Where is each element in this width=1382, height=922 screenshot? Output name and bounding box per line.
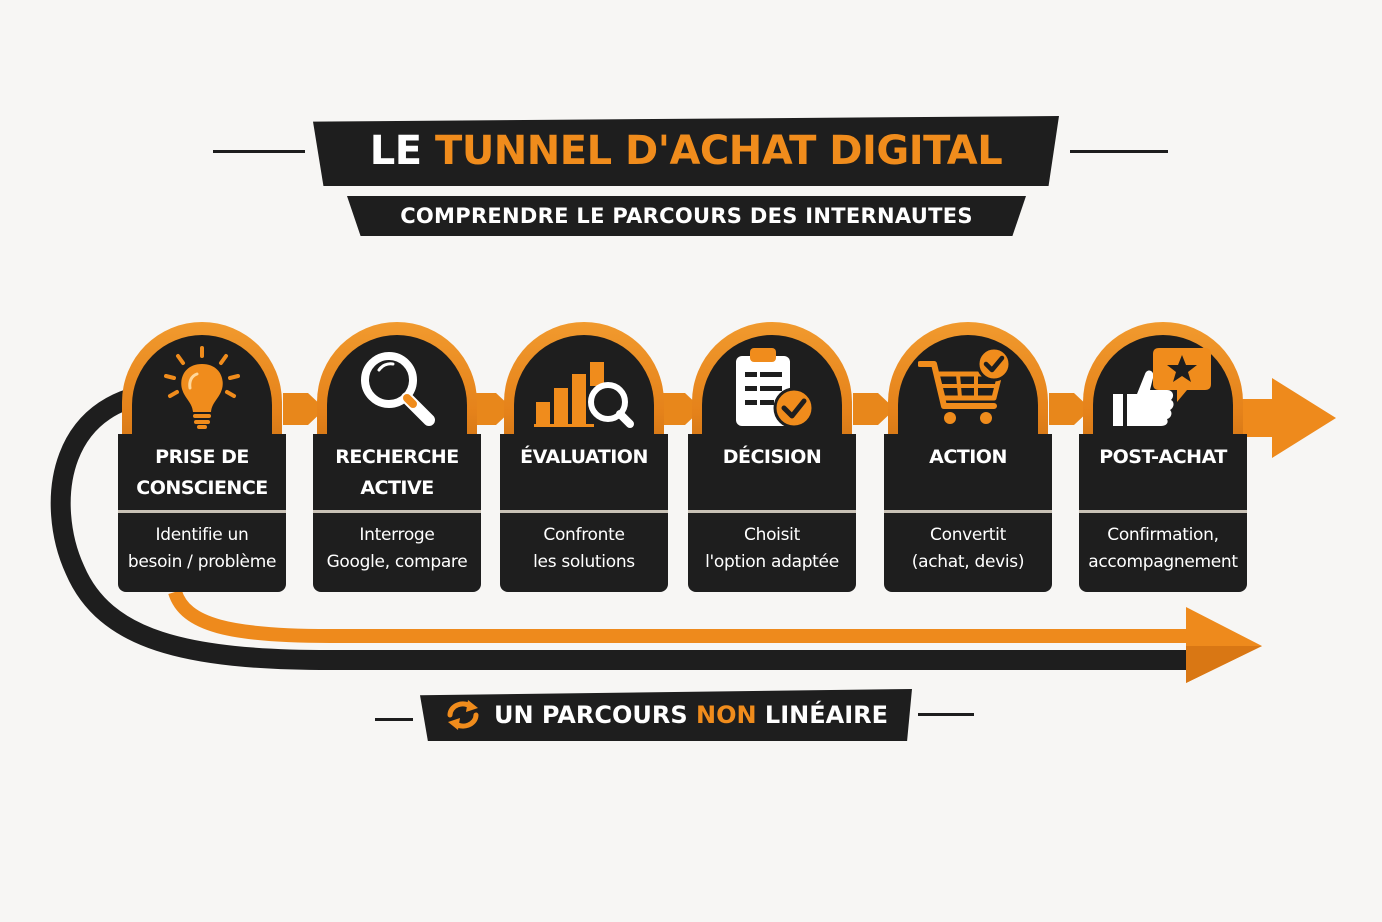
footer-text-before: UN PARCOURS xyxy=(493,701,696,729)
step-body xyxy=(1079,434,1247,592)
step-card: PRISE DE CONSCIENCE Identifie un besoin … xyxy=(118,322,286,592)
step-card: ÉVALUATION Confronte les solutions xyxy=(500,322,668,592)
step-description: Confirmation, accompagnement xyxy=(1088,525,1238,572)
step-body xyxy=(313,434,481,592)
step-description: Convertit (achat, devis) xyxy=(911,525,1025,572)
step-title: POST-ACHAT xyxy=(1099,446,1227,468)
step-description: Identifie un besoin / problème xyxy=(127,525,277,572)
title-right-rule xyxy=(1070,150,1168,153)
step-card: ACTION Convertit (achat, devis) xyxy=(884,322,1052,592)
step-body xyxy=(688,434,856,592)
footer-text-highlight: NON xyxy=(695,701,757,729)
lightbulb-icon xyxy=(164,346,240,429)
footer-text-after: LINÉAIRE xyxy=(756,701,888,729)
step-separator xyxy=(688,510,856,513)
step-body xyxy=(884,434,1052,592)
step-card: RECHERCHE ACTIVE Interroge Google, compa… xyxy=(313,322,481,592)
step-title: ÉVALUATION xyxy=(520,446,648,468)
footer-text: UN PARCOURS NON LINÉAIRE xyxy=(494,701,888,729)
step-separator xyxy=(1079,510,1247,513)
cart-check-icon xyxy=(918,346,1012,424)
title-left-rule xyxy=(213,150,305,153)
footer-left-rule xyxy=(375,718,413,721)
loop-arrow-orange xyxy=(168,589,1190,643)
step-title: ACTION xyxy=(929,446,1007,468)
step-title: RECHERCHE ACTIVE xyxy=(335,446,459,499)
step-title: DÉCISION xyxy=(722,446,822,468)
clipboard-check-icon xyxy=(736,348,815,429)
step-card: DÉCISION Choisit l'option adaptée xyxy=(688,322,856,592)
magnifier-icon xyxy=(361,352,435,426)
step-description: Choisit l'option adaptée xyxy=(705,525,839,572)
step-body xyxy=(118,434,286,592)
title-banner: LE TUNNEL D'ACHAT DIGITAL xyxy=(313,116,1059,186)
step-description: Interroge Google, compare xyxy=(326,525,468,572)
subtitle-banner: COMPRENDRE LE PARCOURS DES INTERNAUTES xyxy=(347,196,1026,236)
loop-arrow-head-shadow xyxy=(1186,646,1262,683)
step-separator xyxy=(313,510,481,513)
step-title: PRISE DE CONSCIENCE xyxy=(136,446,268,499)
step-separator xyxy=(118,510,286,513)
step-body xyxy=(500,434,668,592)
thumbs-up-star-icon xyxy=(1113,348,1211,426)
title-prefix: LE xyxy=(369,128,436,174)
cycle-arrows-icon xyxy=(447,700,479,730)
step-description: Confronte les solutions xyxy=(533,525,635,572)
step-card: POST-ACHAT Confirmation, accompagnement xyxy=(1079,322,1247,592)
exit-arrow xyxy=(1240,378,1336,458)
bar-chart-search-icon xyxy=(534,362,634,428)
page-subtitle: COMPRENDRE LE PARCOURS DES INTERNAUTES xyxy=(400,204,973,228)
page-title: LE TUNNEL D'ACHAT DIGITAL xyxy=(369,128,1003,174)
step-separator xyxy=(884,510,1052,513)
footer-banner: UN PARCOURS NON LINÉAIRE xyxy=(420,689,912,741)
title-highlight: TUNNEL D'ACHAT DIGITAL xyxy=(435,128,1003,174)
step-separator xyxy=(500,510,668,513)
step-connectors xyxy=(283,393,1091,425)
loop-arrow-dark xyxy=(50,382,1190,670)
footer-right-rule xyxy=(918,713,974,716)
